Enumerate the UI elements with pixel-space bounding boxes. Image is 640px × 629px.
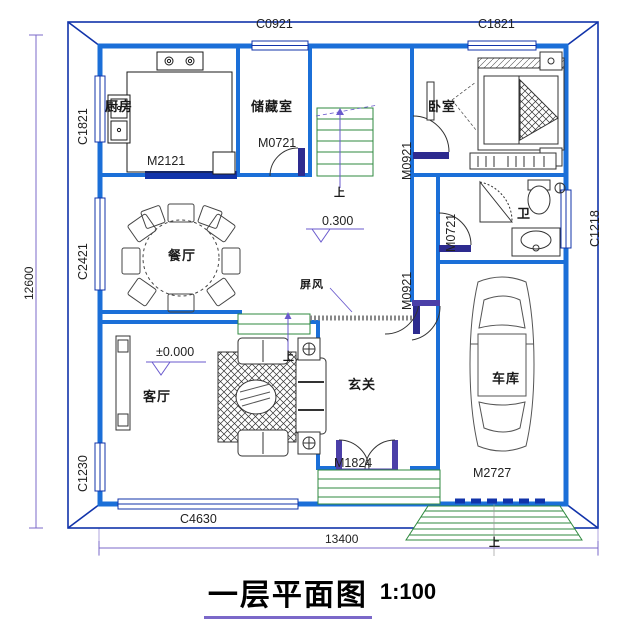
- door-code-M0721-bath: M0721: [444, 213, 458, 252]
- room-label-kitchen: 厨房: [105, 99, 134, 114]
- door-code-M0921-corridor: M0921: [400, 271, 414, 310]
- window-code-C2421: C2421: [76, 243, 90, 280]
- door-code-M2727: M2727: [473, 466, 512, 480]
- window-code-C4630: C4630: [180, 512, 217, 526]
- window-code-C1218: C1218: [588, 210, 602, 247]
- window-code-C1821-left: C1821: [76, 108, 90, 145]
- garage-ramp: [405, 504, 583, 556]
- stair-marker-interior: 上: [334, 187, 345, 199]
- room-label-garage: 车库: [492, 371, 521, 386]
- room-label-foyer: 玄关: [348, 377, 377, 392]
- door-M2121: [145, 171, 237, 179]
- bathroom-fixtures: [479, 179, 566, 257]
- kitchen-fixtures: [107, 51, 236, 175]
- site-outline: [67, 21, 599, 529]
- window-code-C1230: C1230: [76, 455, 90, 492]
- door-code-M2121: M2121: [147, 154, 186, 168]
- window-C1218: [560, 189, 572, 249]
- garage-car: [469, 276, 535, 452]
- room-label-bedroom: 卧室: [428, 99, 457, 114]
- up-arrow-markers: [287, 176, 341, 352]
- window-C1821-top: [467, 40, 537, 51]
- door-M0921-bedroom: [412, 115, 450, 159]
- window-C0921: [251, 40, 309, 51]
- room-label-storage: 储藏室: [251, 99, 294, 114]
- window-C2421: [94, 197, 106, 291]
- dimension-height: 12600: [22, 266, 36, 300]
- entry-porch: [317, 469, 441, 505]
- door-code-M0721-storage: M0721: [258, 136, 297, 150]
- door-code-M0921-bedroom: M0921: [400, 141, 414, 180]
- title-text: 一层平面图: [203, 570, 372, 619]
- window-C4630: [117, 498, 299, 510]
- door-M0721-bath: [438, 212, 472, 252]
- door-living-corner: [411, 300, 441, 341]
- elevation-zero: ±0.000: [156, 345, 195, 359]
- elevation-0300: 0.300: [322, 214, 354, 228]
- window-code-C0921: C0921: [256, 17, 293, 31]
- door-M0721-storage: [269, 147, 305, 177]
- drawing-title-block: 一层平面图 1:100: [0, 570, 640, 619]
- annotation-screen: 屏风: [300, 279, 324, 291]
- stair-marker-ramp: 上: [489, 537, 500, 549]
- dimension-width: 13400: [325, 532, 359, 546]
- window-code-C1821-top: C1821: [478, 17, 515, 31]
- window-C1230: [94, 442, 106, 492]
- elevation-symbols: [146, 228, 364, 376]
- door-code-M1824: M1824: [334, 456, 373, 470]
- interior-staircase: [315, 104, 379, 186]
- bedroom-furniture: [426, 51, 565, 170]
- screen-partition-object: [237, 287, 412, 350]
- stair-marker-living: 上: [283, 351, 294, 363]
- room-label-bathroom: 卫: [517, 206, 532, 221]
- room-label-dining: 餐厅: [168, 248, 197, 263]
- room-label-living: 客厅: [143, 389, 172, 404]
- title-scale: 1:100: [379, 579, 437, 604]
- living-furniture: [115, 335, 327, 457]
- dimension-lines: [29, 34, 599, 556]
- window-C1821-left: [94, 75, 106, 143]
- dining-set: [121, 203, 241, 313]
- windows: [94, 40, 572, 510]
